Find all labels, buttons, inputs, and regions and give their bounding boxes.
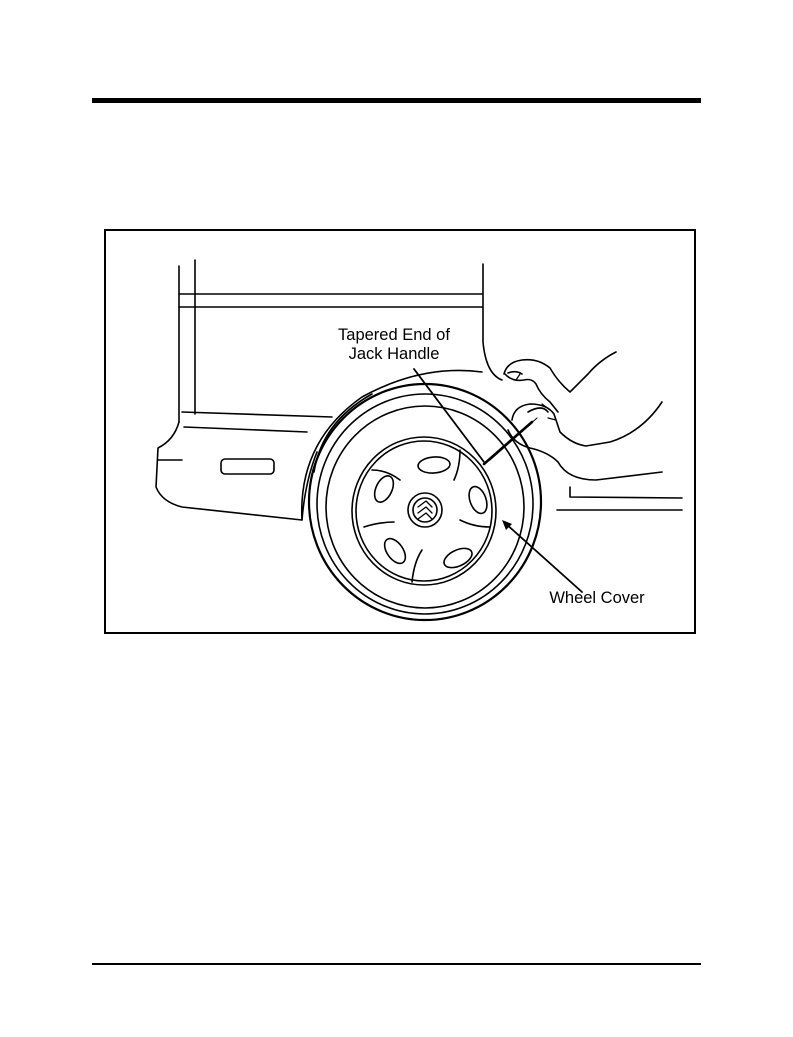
wheel-cover-removal-illustration: [106, 231, 694, 632]
bottom-rule: [92, 963, 701, 965]
side-marker-light: [221, 459, 274, 474]
callout-tapered-line2: Jack Handle: [329, 345, 459, 364]
figure-frame: [104, 229, 696, 634]
wheel-cover-leader: [505, 523, 582, 592]
callout-wheel-cover: Wheel Cover: [537, 589, 657, 608]
jack-handle: [484, 408, 548, 464]
callout-leaders: [414, 369, 582, 592]
top-rule: [92, 98, 701, 103]
callout-tapered-line1: Tapered End of: [329, 326, 459, 345]
hands: [504, 352, 662, 480]
vehicle-body: [156, 260, 682, 520]
callout-tapered-end-of-jack-handle: Tapered End of Jack Handle: [329, 326, 459, 364]
wheel-cover: [352, 437, 496, 585]
tapered-end-leader: [414, 369, 484, 462]
